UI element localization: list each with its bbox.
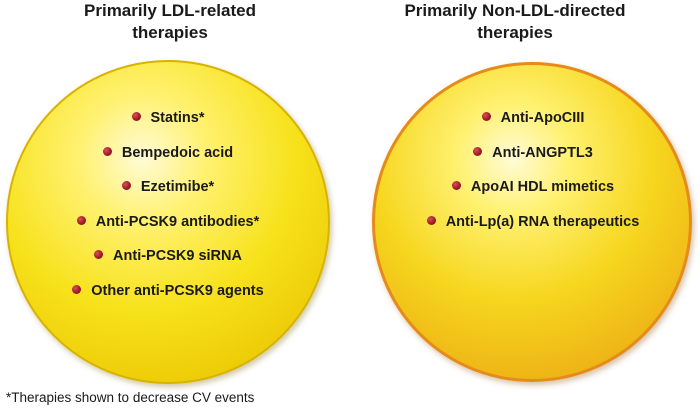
list-item: Anti-Lp(a) RNA therapeutics	[366, 212, 700, 247]
bullet-icon	[426, 215, 436, 225]
ldl-therapies-list: Statins* Bempedoic acid Ezetimibe* Anti-…	[0, 108, 336, 315]
bullet-icon	[76, 215, 86, 225]
right-heading-line1: Primarily Non-LDL-directed	[404, 1, 626, 20]
left-heading-line1: Primarily LDL-related	[84, 1, 256, 20]
right-group-heading: Primarily Non-LDL-directed therapies	[355, 0, 675, 48]
item-label: Anti-ApoCIII	[500, 110, 585, 126]
list-item: Bempedoic acid	[0, 143, 336, 178]
item-label: Bempedoic acid	[121, 144, 234, 161]
list-item: Anti-ANGPTL3	[366, 143, 700, 178]
item-label: Anti-ANGPTL3	[492, 144, 593, 161]
right-heading-line2: therapies	[477, 23, 553, 42]
footnote: *Therapies shown to decrease CV events	[6, 390, 255, 405]
item-label: Anti-PCSK9 antibodies*	[95, 213, 260, 230]
non-ldl-therapies-list: Anti-ApoCIII Anti-ANGPTL3 ApoAI HDL mime…	[366, 108, 700, 246]
item-label: Anti-PCSK9 siRNA	[113, 248, 242, 264]
bullet-icon	[451, 181, 461, 190]
bullet-icon	[121, 181, 131, 190]
list-item: Other anti-PCSK9 agents	[0, 281, 336, 316]
bullet-icon	[473, 146, 483, 156]
bullet-icon	[72, 284, 82, 294]
bullet-icon	[94, 250, 104, 259]
list-item: Anti-PCSK9 siRNA	[0, 246, 336, 281]
left-group-heading: Primarily LDL-related therapies	[20, 0, 320, 48]
bullet-icon	[102, 146, 112, 156]
bullet-icon	[481, 112, 491, 121]
list-item: Anti-PCSK9 antibodies*	[0, 212, 336, 247]
list-item: Ezetimibe*	[0, 177, 336, 212]
list-item: Anti-ApoCIII	[366, 108, 700, 143]
bullet-icon	[131, 112, 141, 121]
item-label: Ezetimibe*	[140, 179, 215, 195]
item-label: ApoAI HDL mimetics	[470, 179, 615, 195]
non-ldl-therapies-circle	[372, 62, 692, 382]
item-label: Anti-Lp(a) RNA therapeutics	[445, 213, 640, 230]
left-heading-line2: therapies	[132, 23, 208, 42]
list-item: Statins*	[0, 108, 336, 143]
item-label: Other anti-PCSK9 agents	[91, 282, 264, 299]
item-label: Statins*	[150, 110, 205, 126]
list-item: ApoAI HDL mimetics	[366, 177, 700, 212]
ldl-therapies-circle	[6, 60, 330, 384]
